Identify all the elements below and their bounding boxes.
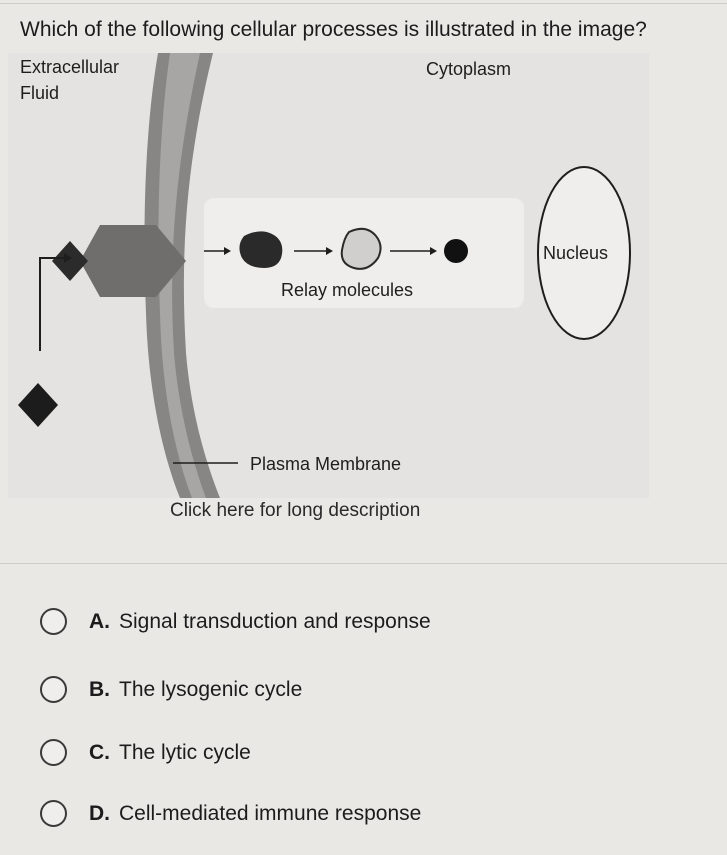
top-divider — [0, 3, 727, 4]
relay-molecule-1 — [239, 231, 283, 268]
long-description-link[interactable]: Click here for long description — [170, 500, 421, 521]
option-text: The lytic cycle — [119, 740, 251, 764]
option-letter: D. — [89, 801, 110, 825]
radio-button-a[interactable] — [40, 608, 67, 635]
option-a[interactable]: A. Signal transduction and response — [40, 608, 431, 635]
plasma-membrane-inner — [158, 53, 206, 498]
option-text: Cell-mediated immune response — [119, 801, 422, 825]
signal-molecule — [18, 383, 58, 427]
nucleus-label: Nucleus — [543, 243, 609, 263]
plasma-membrane-label: Plasma Membrane — [250, 454, 402, 474]
nucleus-shape — [537, 166, 631, 340]
option-c[interactable]: C. The lytic cycle — [40, 739, 251, 766]
section-divider — [0, 563, 727, 564]
option-b[interactable]: B. The lysogenic cycle — [40, 676, 302, 703]
option-text: The lysogenic cycle — [119, 677, 303, 701]
extracellular-label: Extracellular — [20, 57, 120, 77]
option-letter: B. — [89, 677, 110, 701]
option-letter: C. — [89, 740, 110, 764]
radio-button-d[interactable] — [40, 800, 67, 827]
option-letter: A. — [89, 609, 110, 633]
signal-arrowhead — [64, 253, 72, 263]
relay-molecule-3 — [444, 239, 468, 263]
option-text: Signal transduction and response — [119, 609, 431, 633]
signal-pathway-line — [39, 257, 66, 351]
radio-button-c[interactable] — [40, 739, 67, 766]
option-d[interactable]: D. Cell-mediated immune response — [40, 800, 421, 827]
relay-molecules-box — [204, 198, 524, 308]
receptor-binding-site — [52, 241, 88, 281]
pathway-diagram — [18, 53, 631, 498]
relay-chain — [204, 227, 468, 270]
receptor-shape — [80, 225, 186, 297]
fluid-label: Fluid — [20, 83, 60, 103]
question-text: Which of the following cellular processe… — [20, 18, 647, 41]
relay-molecule-2 — [340, 227, 382, 270]
signal-pathway-figure: Extracellular Fluid Cytoplasm Nucleus Re… — [8, 53, 649, 498]
relay-molecules-label: Relay molecules — [281, 280, 414, 300]
cytoplasm-label: Cytoplasm — [426, 59, 512, 79]
radio-button-b[interactable] — [40, 676, 67, 703]
